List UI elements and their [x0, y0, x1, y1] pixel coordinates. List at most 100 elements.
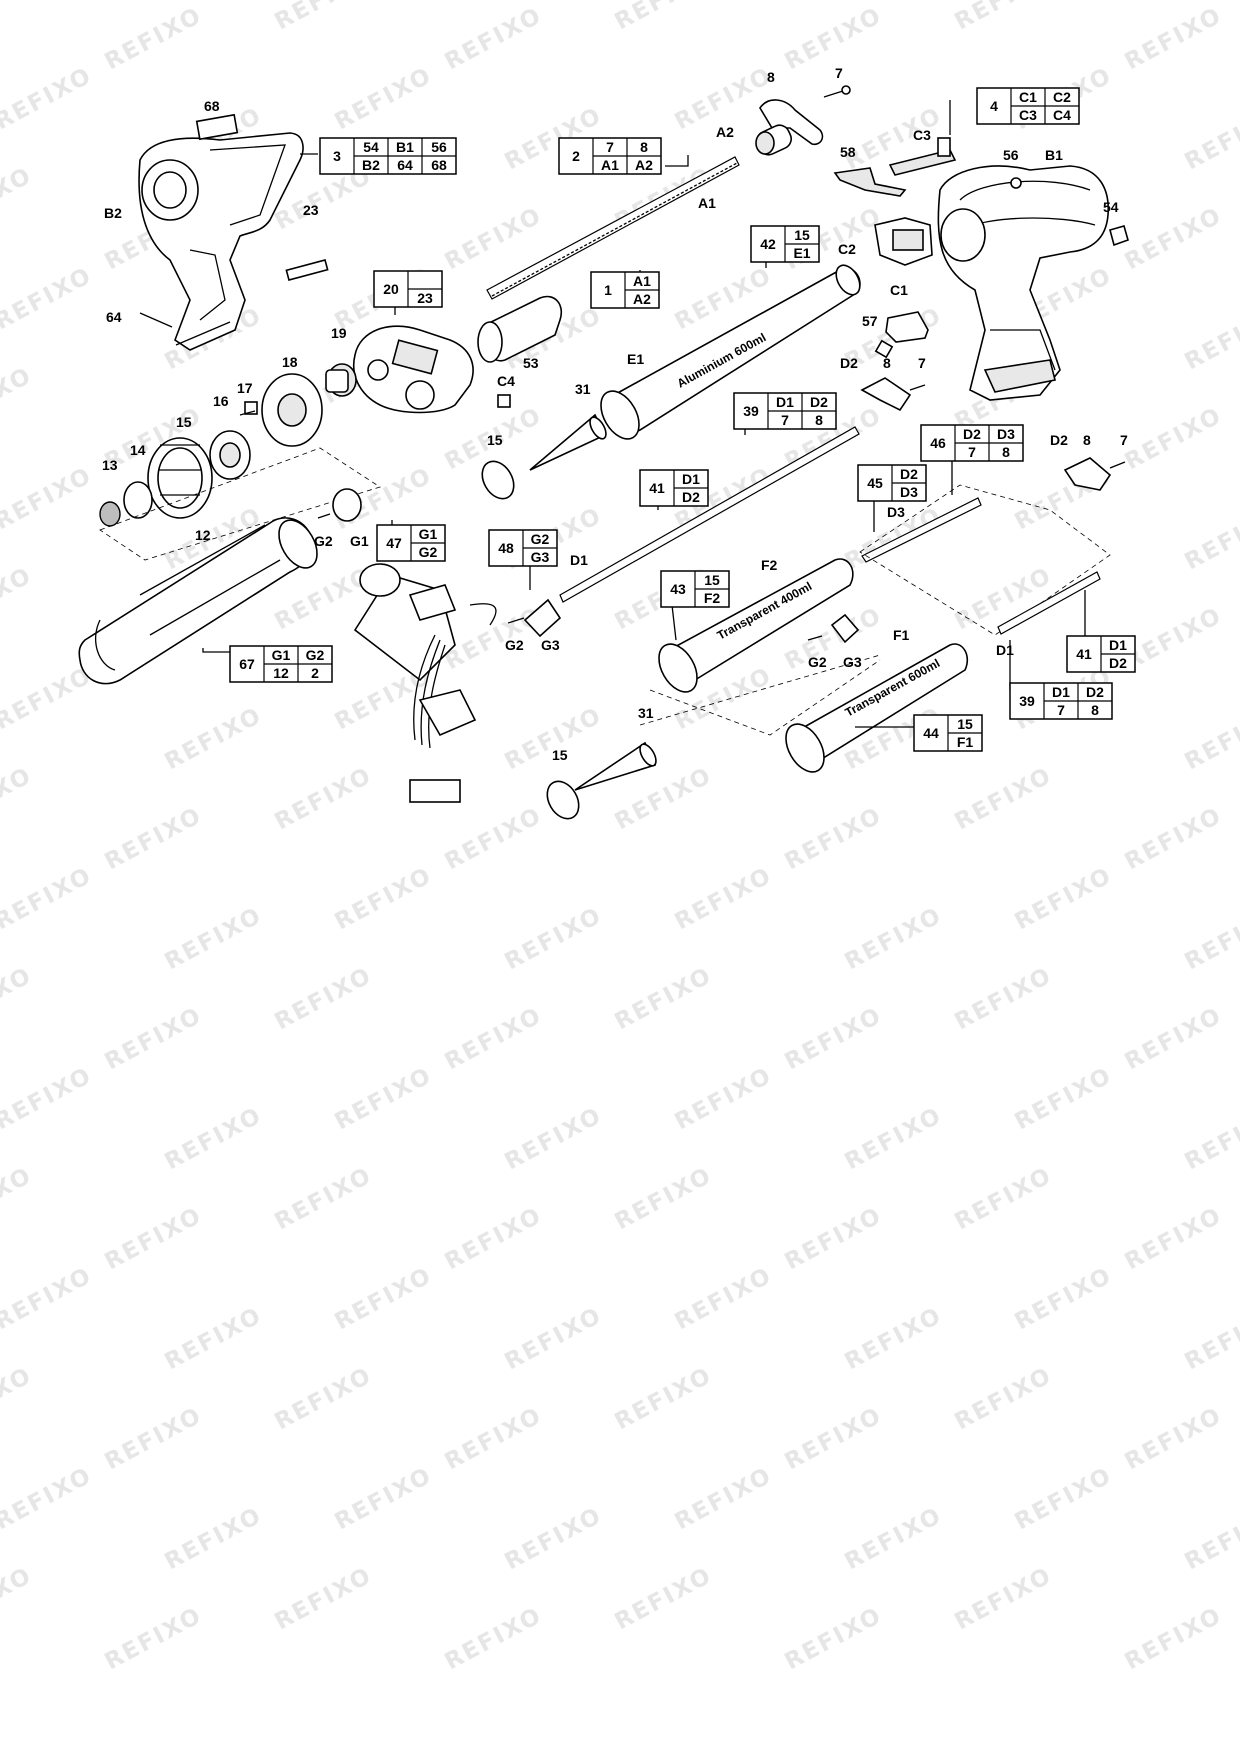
watermark-text: REFIXO	[101, 1603, 207, 1676]
label-g2b: G2	[505, 637, 524, 653]
kit-number: 43	[670, 581, 686, 597]
kit-cell: C4	[1053, 107, 1071, 123]
kit-number: 2	[572, 148, 580, 164]
watermark-text: REFIXO	[271, 1163, 377, 1236]
electronics-harness	[353, 563, 497, 803]
watermark-text: REFIXO	[951, 763, 1057, 836]
watermark-text: REFIXO	[101, 803, 207, 876]
washer-14	[123, 481, 153, 519]
part-57	[874, 339, 894, 359]
watermark-text: REFIXO	[1181, 1303, 1240, 1376]
plunger-8c	[1063, 457, 1112, 491]
watermark-text: REFIXO	[441, 1203, 547, 1276]
kit-cell: 64	[397, 157, 413, 173]
label-15a: 15	[176, 414, 192, 430]
kit-cell: A1	[601, 157, 619, 173]
kit-cell: 7	[606, 139, 614, 155]
watermark-text: REFIXO	[271, 763, 377, 836]
rack-a1	[486, 156, 740, 300]
watermark-text: REFIXO	[1011, 1263, 1117, 1336]
watermark-text: REFIXO	[0, 463, 97, 536]
rack-d1	[559, 426, 860, 603]
label-a2: A2	[716, 124, 734, 140]
tube-e1-aluminium	[600, 264, 861, 440]
watermark-text: REFIXO	[441, 803, 547, 876]
label-23: 23	[303, 202, 319, 218]
kit-cell: 8	[815, 412, 823, 428]
kit-cell: A1	[633, 273, 651, 289]
watermark-text: REFIXO	[611, 0, 717, 35]
label-14: 14	[130, 442, 146, 458]
plunger-a2	[755, 99, 824, 156]
watermark-text: REFIXO	[271, 0, 377, 35]
kit-number: 4	[990, 98, 998, 114]
label-c4: C4	[497, 373, 515, 389]
kit-cell: D2	[810, 394, 828, 410]
kit-cell: G2	[531, 531, 550, 547]
label-8b: 8	[883, 355, 891, 371]
kit-cell: D2	[963, 426, 981, 442]
label-g2a: G2	[314, 533, 333, 549]
kit-cell: D1	[1109, 637, 1127, 653]
kit-cell: C3	[1019, 107, 1037, 123]
watermark-text: REFIXO	[1121, 1403, 1227, 1476]
kit-number: 3	[333, 148, 341, 164]
watermark-text: REFIXO	[951, 0, 1057, 35]
kit-cell: D2	[1086, 684, 1104, 700]
kit-number: 47	[386, 535, 402, 551]
kit-cell: G2	[306, 647, 325, 663]
rack-d1-short	[997, 571, 1101, 635]
watermark-text: REFIXO	[101, 1403, 207, 1476]
label-58: 58	[840, 144, 856, 160]
kit-cell: G1	[272, 647, 291, 663]
watermark-text: REFIXO	[671, 1263, 777, 1336]
end-cap-g1	[332, 488, 362, 522]
kit-cell: F2	[704, 590, 721, 606]
watermark-text: REFIXO	[841, 1503, 947, 1576]
kit-cell: E1	[793, 245, 810, 261]
label-17: 17	[237, 380, 253, 396]
kit-number: 41	[1076, 646, 1092, 662]
watermark-text: REFIXO	[161, 703, 267, 776]
watermark-text: REFIXO	[1181, 1103, 1240, 1176]
label-d2a: D2	[840, 355, 858, 371]
nut-13	[99, 501, 121, 527]
kit-cell: 54	[363, 139, 379, 155]
watermark-text: REFIXO	[501, 1303, 607, 1376]
watermark-text: REFIXO	[441, 3, 547, 76]
label-d2b: D2	[1050, 432, 1068, 448]
watermark-text: REFIXO	[501, 1103, 607, 1176]
watermark-text: REFIXO	[441, 203, 547, 276]
watermark-text: REFIXO	[501, 703, 607, 776]
housing-right-half	[937, 165, 1110, 401]
watermark-text: REFIXO	[1121, 3, 1227, 76]
watermark-text: REFIXO	[611, 1363, 717, 1436]
label-d1a: D1	[570, 552, 588, 568]
watermark-text: REFIXO	[1121, 203, 1227, 276]
barrel-12	[78, 517, 318, 685]
watermark-text: REFIXO	[1121, 403, 1227, 476]
watermark-text: REFIXO	[951, 1563, 1057, 1636]
screw-g2c	[807, 635, 823, 641]
screw-64	[139, 312, 173, 328]
label-d1b: D1	[996, 642, 1014, 658]
kit-cell: 68	[431, 157, 447, 173]
kit-cell: 2	[311, 665, 319, 681]
label-g1a: G1	[350, 533, 369, 549]
watermark-text: REFIXO	[0, 1463, 97, 1536]
watermark-text: REFIXO	[0, 1163, 37, 1236]
watermark-text: REFIXO	[781, 1403, 887, 1476]
watermark-text: REFIXO	[611, 1563, 717, 1636]
watermark-text: REFIXO	[441, 1403, 547, 1476]
kit-cell: D1	[776, 394, 794, 410]
